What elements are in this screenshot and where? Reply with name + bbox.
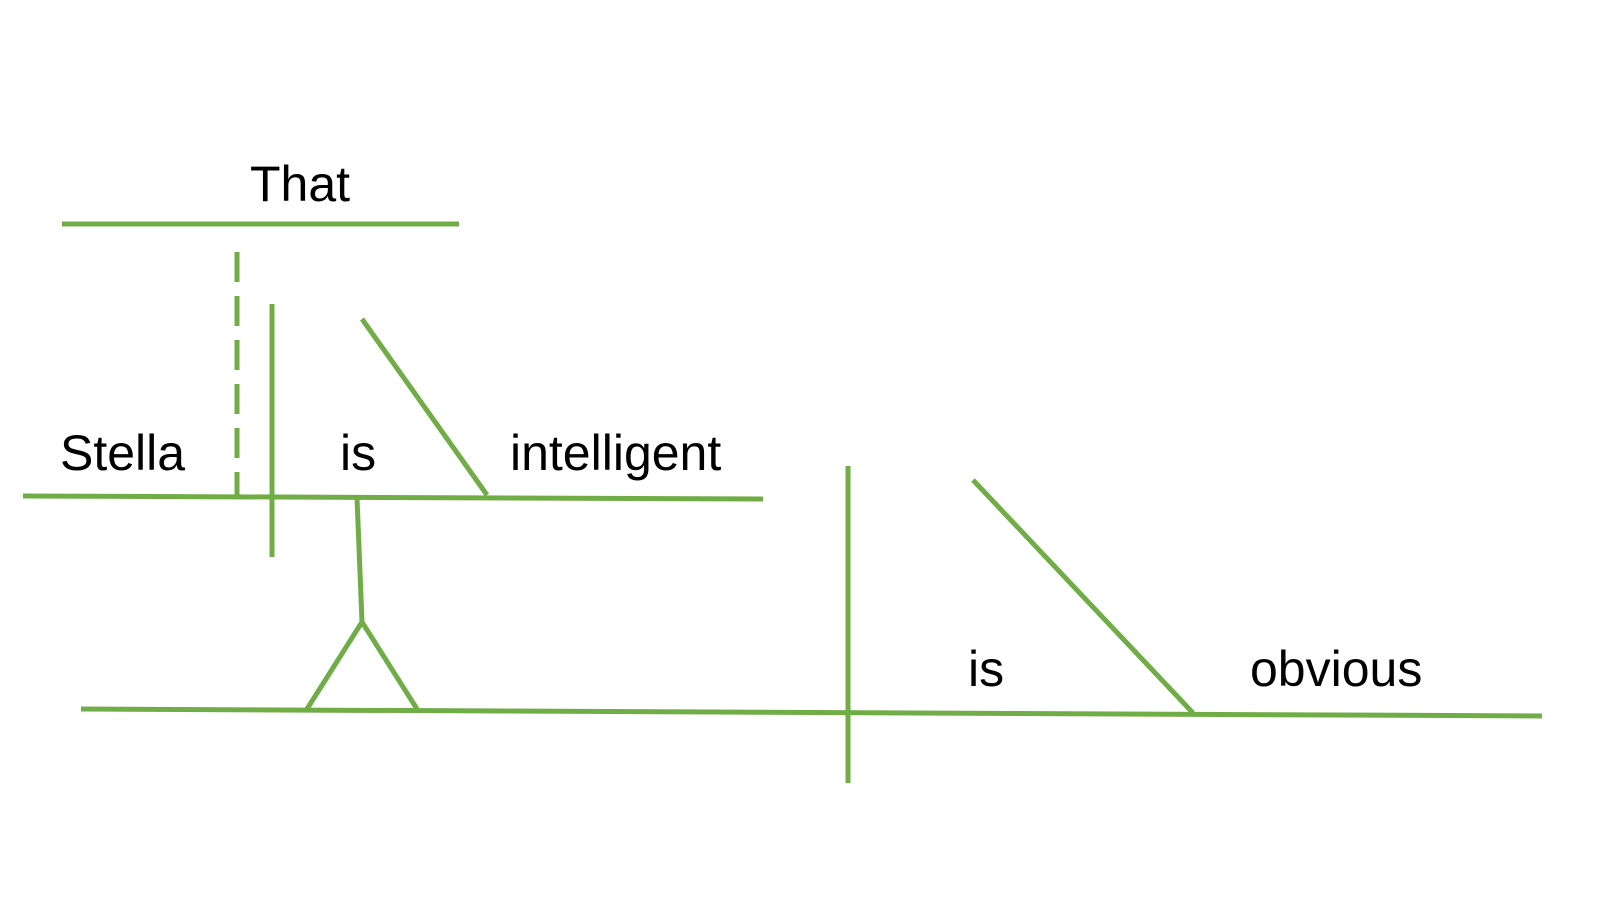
word-is-main: is [968, 641, 1004, 697]
main-baseline [80, 706, 1543, 719]
word-obvious: obvious [1250, 641, 1422, 697]
word-stella: Stella [60, 425, 185, 481]
word-intelligent: intelligent [510, 425, 721, 481]
word-is-clause: is [340, 425, 376, 481]
pedestal-feet [304, 617, 420, 711]
clause-baseline [22, 493, 764, 502]
pedestal-stem [354, 497, 365, 623]
main-complement-slant [971, 478, 1195, 715]
word-that: That [250, 156, 350, 212]
clause-complement-slant [359, 317, 490, 497]
